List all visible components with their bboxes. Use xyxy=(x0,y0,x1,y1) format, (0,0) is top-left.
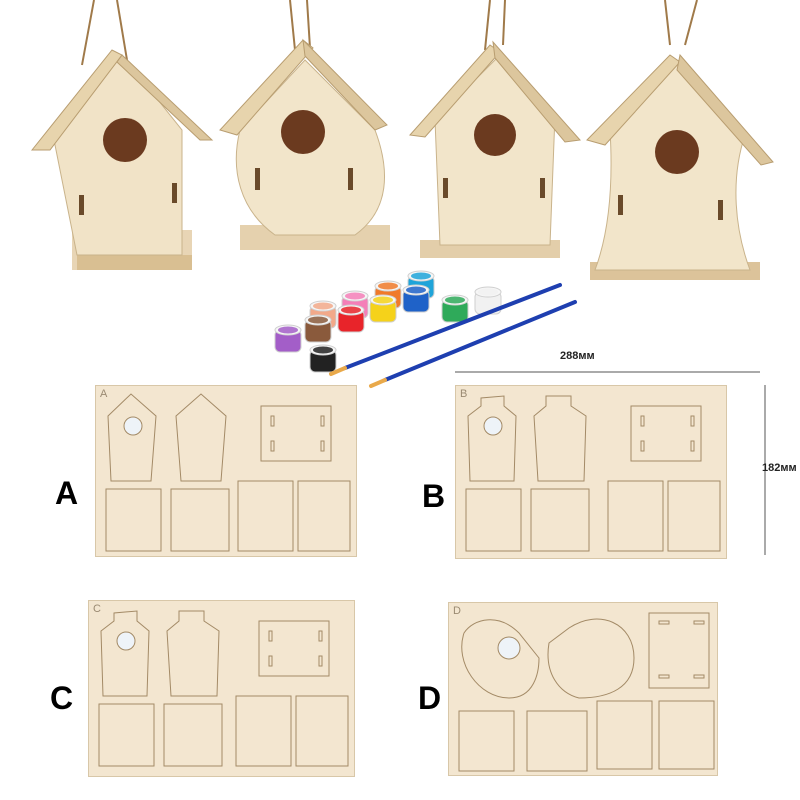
dimension-lines xyxy=(455,371,766,555)
paint-pot xyxy=(441,294,469,323)
paint-set xyxy=(210,240,590,390)
round-front-piece xyxy=(461,619,540,699)
panel-a-corner-label: A xyxy=(100,388,108,400)
house-back-piece xyxy=(175,393,227,482)
entrance-hole xyxy=(483,416,503,436)
side-piece xyxy=(465,488,522,552)
paint-pot xyxy=(304,314,332,343)
entrance-hole xyxy=(497,636,521,660)
side-piece xyxy=(526,710,588,772)
slot xyxy=(693,620,705,625)
door-piece xyxy=(295,695,349,767)
panel-d-corner-label: D xyxy=(453,605,461,617)
paint-brush xyxy=(383,300,577,382)
door-piece xyxy=(596,700,653,770)
roof-piece xyxy=(630,405,702,462)
slot xyxy=(658,620,670,625)
roof-piece xyxy=(258,620,330,677)
slot xyxy=(640,415,645,427)
house-front-piece xyxy=(467,395,517,482)
paint-pot xyxy=(369,294,397,323)
slot xyxy=(320,415,325,427)
door-piece xyxy=(235,695,292,767)
paint-pot xyxy=(337,304,365,333)
door-piece xyxy=(658,700,715,770)
birdhouse-b xyxy=(215,0,415,290)
label-d: D xyxy=(418,680,442,716)
door-piece xyxy=(297,480,351,552)
slot xyxy=(268,655,273,667)
panel-a: A xyxy=(95,385,357,557)
roof-piece xyxy=(260,405,332,462)
roof-piece xyxy=(648,612,710,689)
side-piece xyxy=(98,703,155,767)
door-piece xyxy=(237,480,294,552)
slot xyxy=(268,630,273,642)
panel-c: C xyxy=(88,600,355,777)
slot xyxy=(270,440,275,452)
brush-tip xyxy=(369,378,387,388)
slot xyxy=(693,674,705,679)
slot xyxy=(690,440,695,452)
slot xyxy=(270,415,275,427)
panel-b-corner-label: B xyxy=(460,388,468,400)
side-piece xyxy=(530,488,590,552)
slot xyxy=(658,674,670,679)
side-piece xyxy=(105,488,162,552)
slot xyxy=(318,630,323,642)
height-dimension: 182мм xyxy=(762,462,797,474)
slot xyxy=(318,655,323,667)
width-dimension: 288мм xyxy=(560,350,595,362)
panel-d: D xyxy=(448,602,718,776)
side-piece xyxy=(163,703,223,767)
side-piece xyxy=(458,710,515,772)
door-piece xyxy=(667,480,721,552)
brush-tip xyxy=(329,366,347,376)
entrance-hole xyxy=(116,631,136,651)
paint-brush xyxy=(343,283,562,370)
slot xyxy=(640,440,645,452)
label-b: B xyxy=(422,478,446,514)
birdhouse-c xyxy=(405,0,605,290)
slot xyxy=(320,440,325,452)
door-piece xyxy=(607,480,664,552)
paint-pot xyxy=(274,324,302,353)
birdhouse-d xyxy=(585,0,785,290)
paint-pot xyxy=(309,344,337,373)
panel-c-corner-label: C xyxy=(93,603,101,615)
label-c: C xyxy=(50,680,74,716)
birdhouse-a xyxy=(22,0,222,290)
side-piece xyxy=(170,488,230,552)
house-front-piece xyxy=(107,393,157,482)
house-back-piece xyxy=(166,610,220,697)
house-front-piece xyxy=(100,610,150,697)
label-a: A xyxy=(55,475,79,511)
panel-b: B xyxy=(455,385,727,559)
slot xyxy=(690,415,695,427)
paint-pot xyxy=(402,284,430,313)
round-back-piece xyxy=(547,618,635,699)
entrance-hole xyxy=(123,416,143,436)
house-back-piece xyxy=(533,395,587,482)
